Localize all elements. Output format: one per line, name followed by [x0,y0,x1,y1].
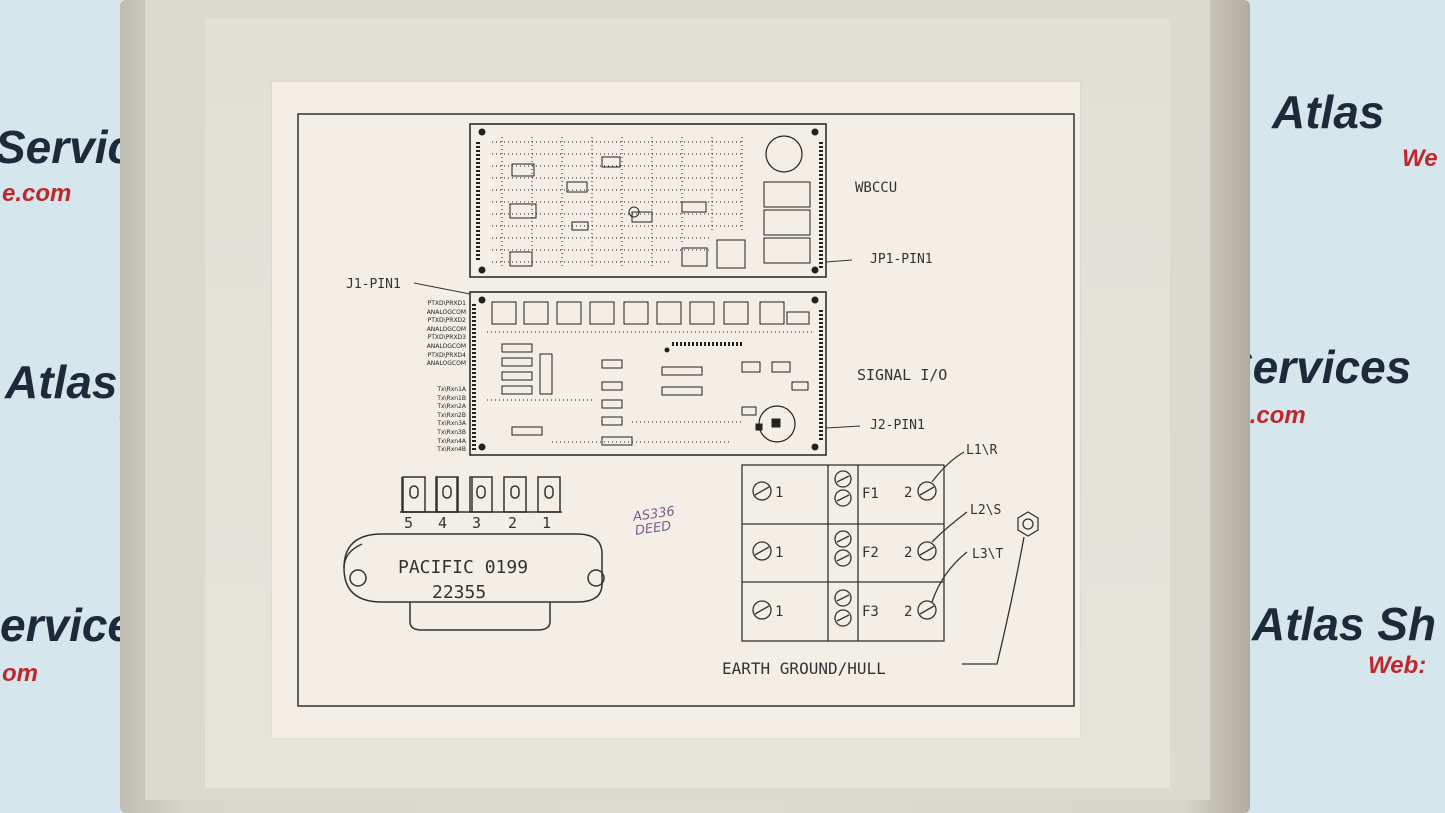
terminal-2-label: 2 [904,604,912,620]
pin-label: Tx\Rxn2A [437,403,466,411]
pin-label-spacer [382,377,466,386]
fuse-f1-label: F1 [862,486,879,502]
terminal-block [741,451,1039,665]
pin-label: Tx\Rxn4B [437,446,466,454]
watermark: We [1402,145,1438,172]
signal-io-pin-labels: PTXD\PRXD1 ANALOGCOM PTXD\PRXD2 ANALOGCO… [382,300,466,455]
transformer-pin-5: 5 [404,514,413,532]
line-l3-label: L3\T [972,547,1003,562]
watermark: om [2,660,38,687]
pin-label: Tx\Rxn3A [437,420,466,428]
pin-label-spacer [382,369,466,378]
watermark: Atlas [1272,86,1385,138]
transformer-pin-1: 1 [542,514,551,532]
j2-pin1-label: J2-PIN1 [870,418,925,433]
pin-label: ANALOGCOM [426,360,466,368]
terminal-1-label: 1 [775,604,783,620]
watermark: Web: [1368,652,1427,679]
pin-label: PTXD\PRXD3 [427,334,466,342]
watermark: Atlas Sh [1252,598,1437,650]
terminal-2-label: 2 [904,485,912,501]
pin-label: Tx\Rxn2B [437,411,466,419]
pin-label: PTXD\PRXD2 [427,317,466,325]
terminal-1-label: 1 [775,485,783,501]
signal-io-board [469,291,827,456]
diagram-drawing: WBCCU JP1-PIN1 [297,113,1075,707]
transformer-serial: 22355 [432,582,486,603]
fuse-f2-label: F2 [862,545,879,561]
wbccu-label: WBCCU [855,180,897,196]
earth-ground-label: EARTH GROUND/HULL [722,659,886,678]
watermark: e.com [2,180,72,207]
pin-label: PTXD\PRXD4 [427,351,466,359]
signal-io-label: SIGNAL I/O [857,366,947,384]
transformer-pin-4: 4 [438,514,447,532]
pin-label: Tx\Rxn4A [437,437,466,445]
pin-label: ANALOGCOM [426,342,466,350]
line-l2-label: L2\S [970,503,1001,518]
pin-label: ANALOGCOM [426,308,466,316]
transformer-pin-2: 2 [508,514,517,532]
line-l1-label: L1\R [966,443,997,458]
pin-label: Tx\Rxn1A [437,385,466,393]
pin-label: Tx\Rxn1B [437,394,466,402]
pin-label: Tx\Rxn3B [437,428,466,436]
transformer-model: PACIFIC 0199 [398,557,528,578]
j1-pin1-label: J1-PIN1 [346,277,401,292]
jp1-pin1-label: JP1-PIN1 [870,252,933,267]
transformer [343,476,605,631]
terminal-1-label: 1 [775,545,783,561]
wiring-diagram-sheet: WBCCU JP1-PIN1 [272,82,1080,738]
watermark: Services [1222,341,1412,393]
fuse-f3-label: F3 [862,604,879,620]
transformer-pin-3: 3 [472,514,481,532]
handwritten-note: AS336 DEED [632,504,677,539]
wbccu-board [469,123,827,278]
pin-label: ANALOGCOM [426,325,466,333]
terminal-2-label: 2 [904,545,912,561]
pin-label: PTXD\PRXD1 [427,300,466,307]
